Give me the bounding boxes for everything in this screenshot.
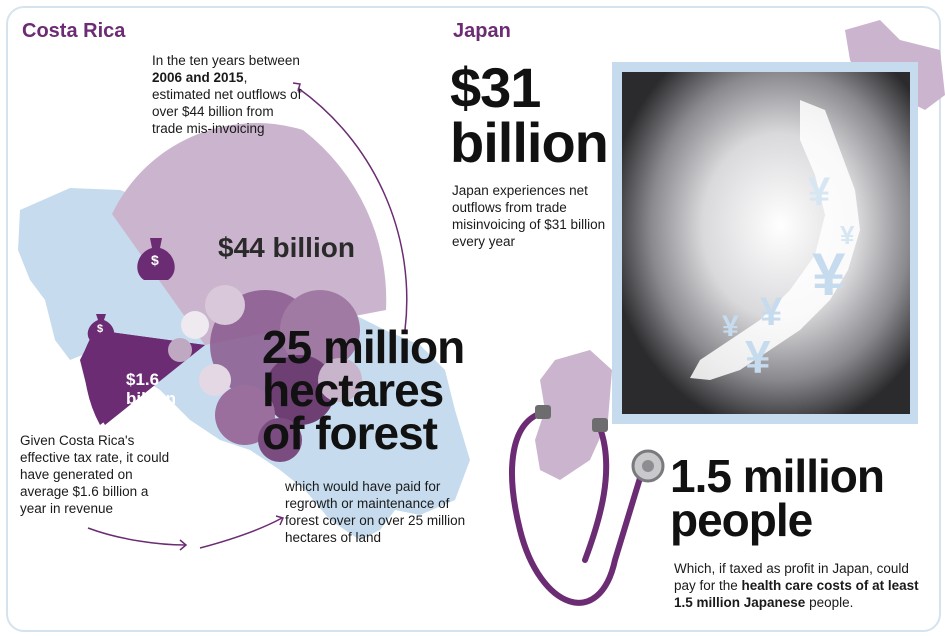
japan-amount: $31 billion: [450, 56, 609, 174]
yen-icon: ¥: [812, 241, 846, 308]
infographic-frame: [6, 6, 941, 632]
yen-icon: ¥: [722, 310, 739, 343]
yen-icon: ¥: [840, 220, 855, 250]
japan-people-headline: 1.5 million people: [670, 450, 885, 546]
japan-night-map: [622, 72, 910, 414]
korea-landmass: [535, 350, 612, 480]
arrow-icon: [87, 527, 186, 546]
costa-rica-heading: Costa Rica: [22, 20, 126, 42]
stethoscope-icon: [509, 405, 665, 606]
money-bag-symbol: $: [97, 323, 104, 335]
arrow-icon: [199, 517, 283, 549]
arrow-icon: [292, 82, 301, 92]
arrow-icon: [275, 515, 285, 526]
japan-amount-text: Japan experiences net outflows from trad…: [452, 183, 606, 249]
arrow-icon: [297, 87, 408, 331]
forest-headline: 25 million hectares of forest: [262, 321, 465, 459]
money-bag-icon: [87, 314, 115, 342]
costa-rica-tax-text: Given Costa Rica's effective tax rate, i…: [20, 433, 170, 516]
money-bag-symbol: $: [151, 252, 159, 268]
wedge-44-billion-label: $44 billion: [218, 232, 355, 263]
japan-islands: [690, 100, 860, 380]
arrow-icon: [179, 539, 188, 551]
money-bag-icon: [137, 238, 175, 280]
yen-icon: ¥: [745, 331, 771, 383]
wedge-44-billion: [112, 123, 387, 345]
yen-icon: ¥: [760, 290, 783, 334]
japan-people-text: Which, if taxed as profit in Japan, coul…: [674, 561, 919, 610]
wedge-1-6-billion-label: $1.6 billion: [126, 370, 177, 408]
yen-icon: ¥: [808, 170, 831, 214]
forest-cluster: [168, 285, 362, 462]
costa-rica-intro-text: In the ten years between 2006 and 2015, …: [152, 53, 302, 136]
japan-heading: Japan: [453, 20, 511, 42]
costa-rica-forest-text: which would have paid for regrowth or ma…: [285, 479, 466, 545]
